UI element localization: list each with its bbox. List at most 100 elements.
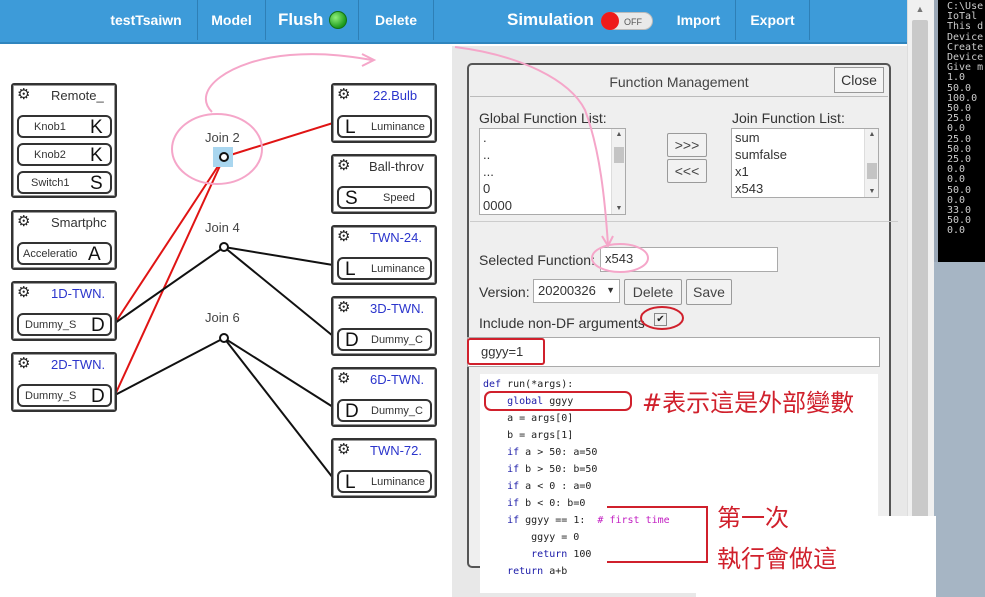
global-function-list[interactable]: . .. ... 0 0000 ▲ ▼ (479, 128, 626, 215)
gear-icon[interactable]: ⚙ (337, 299, 351, 316)
simulation-toggle[interactable]: OFF (601, 12, 653, 30)
feature-type-letter: L (345, 472, 356, 493)
page-scrollbar-thumb[interactable] (912, 20, 928, 570)
list-item[interactable]: . (483, 130, 487, 145)
divider (470, 96, 888, 97)
nav-flush-button[interactable]: Flush (266, 0, 359, 40)
feature-type-letter: D (345, 330, 359, 351)
code-text: a < 0 : a=0 (525, 481, 592, 492)
delete-version-button[interactable]: Delete (624, 279, 682, 305)
join-node[interactable] (219, 152, 229, 162)
list-scrollbar[interactable]: ▲ ▼ (611, 129, 625, 214)
join-list-label: Join Function List: (732, 110, 845, 126)
gear-icon[interactable]: ⚙ (337, 228, 351, 245)
scroll-down-arrow-icon[interactable]: ▼ (868, 188, 876, 195)
annotation-external-variable: #表示這是外部變數 (642, 389, 855, 417)
join-node[interactable] (219, 242, 229, 252)
node-header: ⚙ 2D-TWN. (13, 354, 115, 376)
nav-model-button[interactable]: Model (198, 0, 266, 40)
list-scrollbar-thumb[interactable] (867, 163, 877, 179)
list-scrollbar[interactable]: ▲ ▼ (864, 129, 878, 197)
gear-icon[interactable]: ⚙ (337, 441, 351, 458)
node-header: ⚙ TWN-72. (333, 440, 435, 462)
feature-label: Knob2 (34, 149, 66, 161)
scroll-down-arrow-icon[interactable]: ▼ (615, 205, 623, 212)
feature-label: Knob1 (34, 121, 66, 133)
list-item[interactable]: 0000 (483, 198, 512, 213)
non-df-arguments-textarea[interactable]: ggyy=1 (467, 337, 880, 367)
code-line: b = args[1] (483, 427, 878, 444)
console-line: 50.0 (947, 215, 972, 227)
list-scrollbar-thumb[interactable] (614, 147, 624, 163)
gear-icon[interactable]: ⚙ (17, 284, 31, 301)
code-keyword: return (483, 549, 574, 560)
version-label: Version: (479, 284, 530, 300)
scroll-up-arrow-icon[interactable]: ▲ (868, 131, 876, 138)
list-item[interactable]: sum (735, 130, 760, 145)
gear-icon[interactable]: ⚙ (17, 213, 31, 230)
nav-import-button[interactable]: Import (662, 0, 736, 40)
move-right-button[interactable]: >>> (667, 133, 707, 157)
gear-icon[interactable]: ⚙ (17, 86, 31, 103)
node-header: ⚙ 3D-TWN. (333, 298, 435, 320)
include-non-df-checkbox[interactable]: ✔ (654, 313, 667, 326)
list-item[interactable]: sumfalse (735, 147, 788, 162)
scroll-up-arrow-icon[interactable]: ▲ (915, 4, 925, 14)
list-item[interactable]: x1 (735, 164, 749, 179)
gear-icon[interactable]: ⚙ (337, 157, 351, 174)
gear-icon[interactable]: ⚙ (337, 370, 351, 387)
code-text: a > 50: a=50 (525, 447, 598, 458)
list-item[interactable]: .. (483, 147, 491, 162)
node-title: TWN-24. (370, 230, 422, 245)
version-select[interactable]: 20200326▼ (533, 279, 620, 303)
node-title: Remote_ (51, 88, 104, 103)
move-left-button[interactable]: <<< (667, 159, 707, 183)
nav-delete-button[interactable]: Delete (359, 0, 434, 40)
console-line: 0.0 (947, 194, 966, 206)
console-line: 50.0 (947, 184, 972, 196)
gear-icon[interactable]: ⚙ (337, 86, 351, 103)
code-line: ggyy = 0 (483, 529, 878, 546)
save-version-button[interactable]: Save (686, 279, 732, 305)
list-item[interactable]: 0 (483, 181, 491, 196)
feature-label: Speed (383, 192, 415, 204)
code-line: return a+b (483, 563, 878, 580)
code-keyword: if (483, 481, 526, 492)
join-node[interactable] (219, 333, 229, 343)
toggle-knob (601, 12, 619, 30)
selected-function-input[interactable]: x543 (600, 247, 778, 272)
list-item[interactable]: x543 (735, 181, 764, 196)
scroll-up-arrow-icon[interactable]: ▲ (615, 131, 623, 138)
list-item[interactable]: ... (483, 164, 494, 179)
join-function-list[interactable]: sum sumfalse x1 x543 ▲ ▼ (731, 128, 879, 198)
close-button[interactable]: Close (834, 67, 884, 93)
gear-icon[interactable]: ⚙ (17, 355, 31, 372)
console-line: IoTal (947, 11, 978, 23)
code-line: return 100 (483, 546, 878, 563)
code-keyword: if (483, 464, 526, 475)
nav-project-name[interactable]: testTsaiwn (95, 0, 198, 40)
nav-export-button[interactable]: Export (736, 0, 810, 40)
